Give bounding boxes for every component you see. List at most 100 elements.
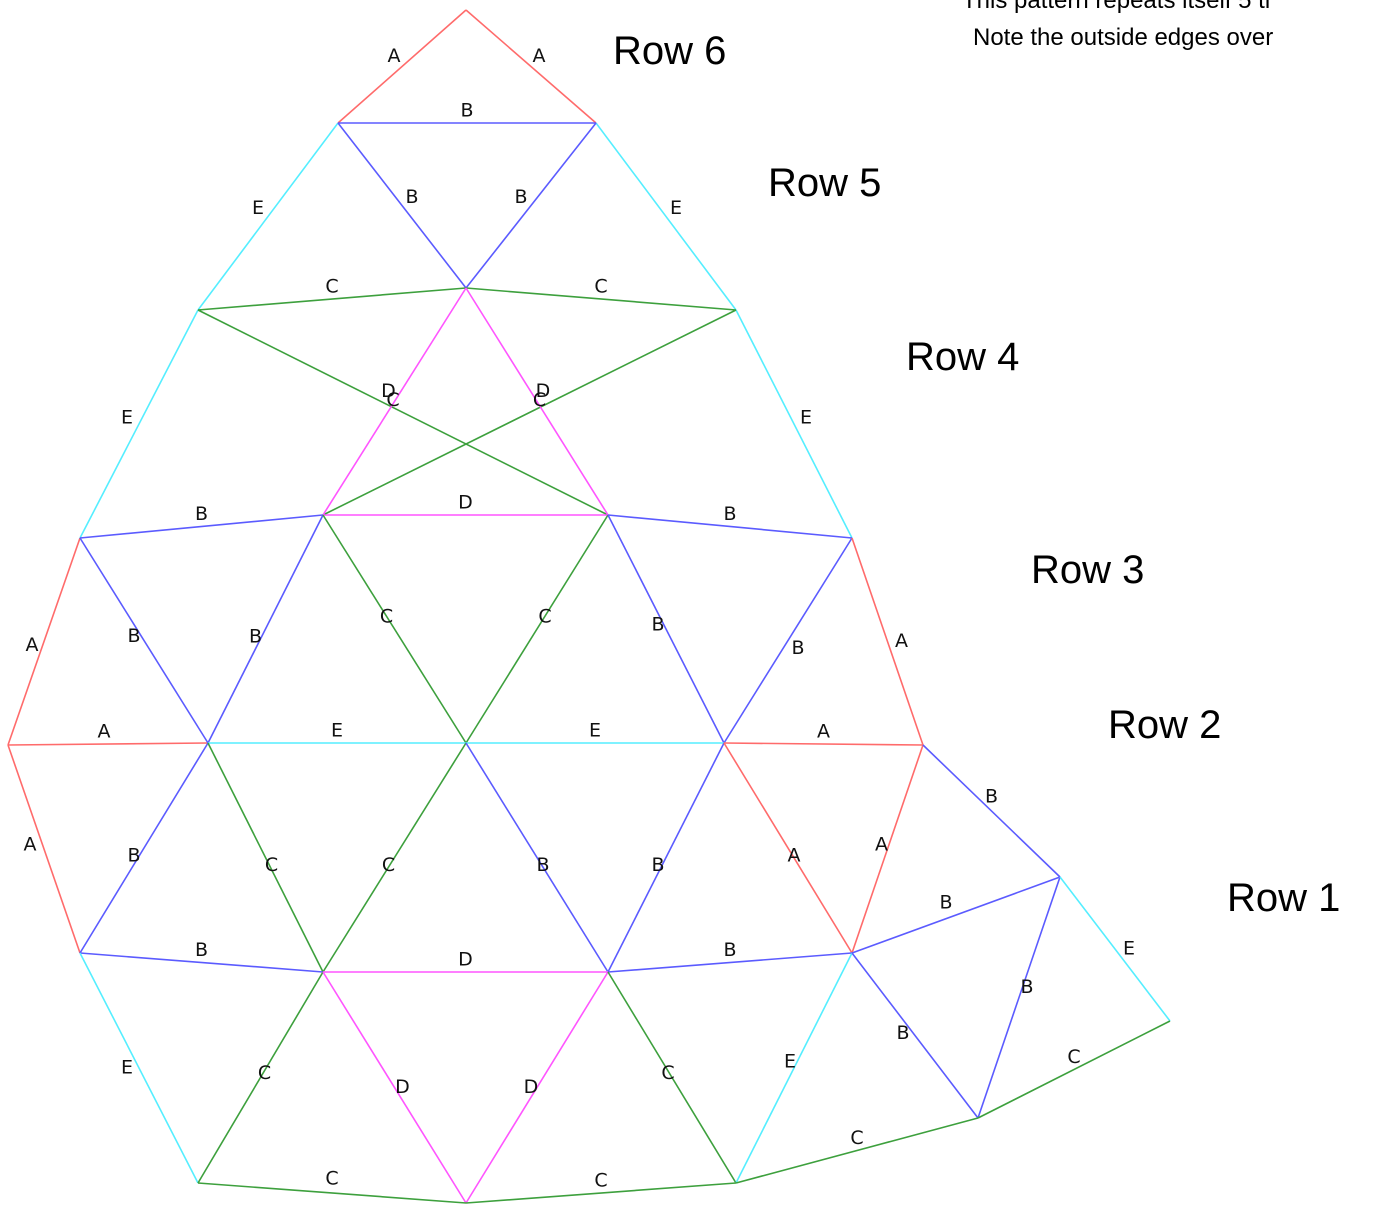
strut-label: D bbox=[458, 949, 473, 971]
strut-edge-a bbox=[851, 744, 924, 954]
row-labels: Row 6 Row 5 Row 4 Row 3 Row 2 Row 1 bbox=[613, 29, 1340, 920]
strut-label: B bbox=[127, 845, 140, 867]
strut-label: B bbox=[723, 939, 736, 961]
strut-edge-c bbox=[197, 287, 467, 311]
note: This pattern repeats itself 5 ti Note th… bbox=[962, 0, 1273, 51]
strut-edge-c bbox=[607, 971, 737, 1184]
strut-label: A bbox=[817, 721, 830, 743]
strut-label: C bbox=[380, 606, 393, 628]
strut-edge-a bbox=[7, 744, 81, 954]
strut-label: C bbox=[265, 854, 278, 876]
strut-label: D bbox=[536, 380, 551, 402]
strut-edge-b bbox=[79, 537, 209, 744]
strut-edge-b bbox=[607, 952, 853, 973]
strut-label: B bbox=[723, 503, 736, 525]
strut-edge-b bbox=[977, 876, 1061, 1119]
strut-edge-b bbox=[337, 122, 467, 289]
strut-label: A bbox=[388, 45, 401, 67]
strut-edge-e bbox=[1059, 876, 1171, 1022]
strut-edge-e bbox=[79, 952, 199, 1184]
strut-label: C bbox=[850, 1127, 863, 1149]
strut-edge-c bbox=[197, 1182, 467, 1204]
strut-label: C bbox=[386, 389, 399, 411]
edges-layer bbox=[7, 9, 1171, 1204]
note-line-1: This pattern repeats itself 5 ti bbox=[962, 0, 1270, 14]
strut-label: C bbox=[325, 276, 338, 298]
strut-label: B bbox=[195, 939, 208, 961]
strut-label: E bbox=[589, 720, 601, 742]
note-line-2: Note the outside edges over bbox=[973, 24, 1273, 51]
strut-label: B bbox=[651, 854, 664, 876]
strut-edge-b bbox=[607, 514, 853, 539]
strut-label: E bbox=[121, 1057, 133, 1079]
strut-label: A bbox=[533, 45, 546, 67]
strut-label: A bbox=[24, 834, 37, 856]
strut-label: E bbox=[670, 197, 682, 219]
strut-edge-e bbox=[735, 309, 853, 539]
strut-edge-b bbox=[922, 744, 1061, 878]
row-label-2: Row 2 bbox=[1108, 703, 1221, 747]
strut-edge-a bbox=[723, 742, 924, 746]
strut-edge-b bbox=[79, 742, 209, 954]
strut-edge-a bbox=[851, 537, 924, 746]
strut-edge-e bbox=[197, 122, 339, 311]
strut-edge-e bbox=[79, 309, 199, 539]
strut-label: B bbox=[536, 854, 549, 876]
row-label-4: Row 4 bbox=[906, 335, 1019, 379]
strut-edge-b bbox=[851, 876, 1061, 954]
strut-edge-a bbox=[7, 742, 209, 746]
strut-edge-c bbox=[207, 742, 324, 973]
strut-label: A bbox=[895, 630, 908, 652]
strut-label: B bbox=[985, 786, 998, 808]
strut-edge-c bbox=[465, 287, 737, 311]
strut-label: B bbox=[651, 614, 664, 636]
strut-edge-e bbox=[735, 952, 853, 1184]
strut-label: E bbox=[252, 197, 264, 219]
row-label-1: Row 1 bbox=[1227, 876, 1340, 920]
strut-edge-c bbox=[465, 1182, 737, 1204]
strut-edge-c bbox=[465, 514, 609, 744]
strut-label: C bbox=[1067, 1046, 1080, 1068]
strut-edge-b bbox=[465, 122, 597, 289]
strut-label: C bbox=[258, 1062, 271, 1084]
strut-label: D bbox=[458, 492, 473, 514]
strut-label: C bbox=[325, 1168, 338, 1190]
strut-label: B bbox=[249, 626, 262, 648]
strut-edge-c bbox=[322, 514, 467, 744]
strut-label: A bbox=[788, 845, 801, 867]
strut-label: D bbox=[381, 380, 396, 402]
row-label-5: Row 5 bbox=[768, 161, 881, 205]
strut-edge-d bbox=[322, 287, 467, 516]
strut-label: E bbox=[1123, 938, 1135, 960]
strut-edge-b bbox=[607, 742, 725, 973]
strut-label: E bbox=[800, 407, 812, 429]
strut-edge-c bbox=[735, 1117, 979, 1184]
strut-edge-a bbox=[723, 742, 853, 954]
strut-edge-c bbox=[322, 309, 737, 516]
strut-label: B bbox=[939, 892, 952, 914]
strut-edge-b bbox=[207, 514, 324, 744]
strut-label: B bbox=[460, 100, 473, 122]
strut-edge-a bbox=[465, 9, 597, 124]
strut-edge-c bbox=[197, 309, 609, 516]
strut-label: C bbox=[594, 276, 607, 298]
strut-edge-b bbox=[79, 952, 324, 973]
strut-edge-b bbox=[465, 742, 609, 973]
strut-edge-d bbox=[322, 971, 467, 1204]
strut-label: B bbox=[195, 503, 208, 525]
strut-label: B bbox=[791, 637, 804, 659]
strut-label: D bbox=[524, 1076, 539, 1098]
strut-label: A bbox=[98, 721, 111, 743]
strut-label: E bbox=[121, 407, 133, 429]
strut-label: A bbox=[26, 634, 39, 656]
strut-edge-b bbox=[851, 952, 979, 1119]
strut-label: B bbox=[896, 1022, 909, 1044]
strut-edge-d bbox=[465, 287, 609, 516]
strut-label: E bbox=[784, 1051, 796, 1073]
row-label-6: Row 6 bbox=[613, 29, 726, 73]
strut-label: B bbox=[514, 186, 527, 208]
strut-edge-e bbox=[595, 122, 737, 311]
